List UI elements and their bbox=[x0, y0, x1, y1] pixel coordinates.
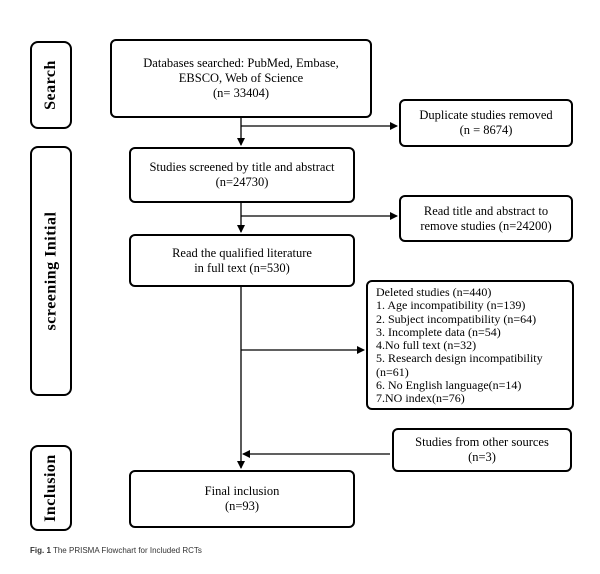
box-screened: Studies screened by title and abstract (… bbox=[129, 147, 355, 203]
databases-line-3: (n= 33404) bbox=[213, 86, 269, 100]
stage-inclusion: Inclusion bbox=[30, 445, 72, 531]
duplicates-line-1: Duplicate studies removed bbox=[419, 108, 553, 122]
box-full-text: Read the qualified literature in full te… bbox=[129, 234, 355, 287]
deleted-item-1: 1. Age incompatibility (n=139) bbox=[376, 298, 526, 313]
box-other-sources: Studies from other sources (n=3) bbox=[392, 428, 572, 472]
deleted-item-5: 5. Research design incompatibility bbox=[376, 351, 543, 366]
deleted-item-4: 4.No full text (n=32) bbox=[376, 338, 477, 353]
box-deleted-studies: Deleted studies (n=440) 1. Age incompati… bbox=[366, 280, 574, 410]
stage-initial-screening: screening Initial bbox=[30, 146, 72, 396]
other-sources-line-2: (n=3) bbox=[468, 450, 496, 464]
title-abstract-line-2: remove studies (n=24200) bbox=[420, 218, 552, 233]
deleted-item-3: 3. Incomplete data (n=54) bbox=[376, 324, 501, 339]
box-title-abstract-removed: Read title and abstract to remove studie… bbox=[399, 195, 573, 242]
screened-line-1: Studies screened by title and abstract bbox=[149, 160, 335, 174]
final-line-2: (n=93) bbox=[224, 499, 260, 513]
box-duplicates-removed: Duplicate studies removed (n = 8674) bbox=[399, 99, 573, 147]
deleted-item-6: 6. No English language(n=14) bbox=[376, 378, 522, 393]
title-abstract-line-1: Read title and abstract to bbox=[423, 203, 549, 218]
deleted-item-7: 7.NO index(n=76) bbox=[376, 391, 465, 406]
deleted-item-2: 2. Subject incompatibility (n=64) bbox=[376, 311, 537, 326]
deleted-item-5-count: (n=61) bbox=[376, 364, 409, 379]
databases-line-2: EBSCO, Web of Science bbox=[178, 71, 304, 85]
full-text-line-2: in full text (n=530) bbox=[194, 260, 290, 275]
caption-label: Fig. 1 bbox=[30, 546, 51, 555]
full-text-line-1: Read the qualified literature bbox=[172, 245, 312, 260]
box-databases-searched: Databases searched: PubMed, Embase, EBSC… bbox=[110, 39, 372, 118]
screened-line-2: (n=24730) bbox=[215, 175, 269, 189]
deleted-header: Deleted studies (n=440) bbox=[376, 285, 492, 299]
box-final-inclusion: Final inclusion (n=93) bbox=[129, 470, 355, 528]
figure-caption: Fig. 1 The PRISMA Flowchart for Included… bbox=[30, 546, 202, 555]
caption-text: The PRISMA Flowchart for Included RCTs bbox=[52, 546, 202, 555]
databases-line-1: Databases searched: PubMed, Embase, bbox=[143, 56, 339, 70]
final-line-1: Final inclusion bbox=[204, 484, 280, 498]
stage-search: Search bbox=[30, 41, 72, 129]
duplicates-line-2: (n = 8674) bbox=[459, 123, 513, 137]
other-sources-line-1: Studies from other sources bbox=[415, 435, 549, 449]
